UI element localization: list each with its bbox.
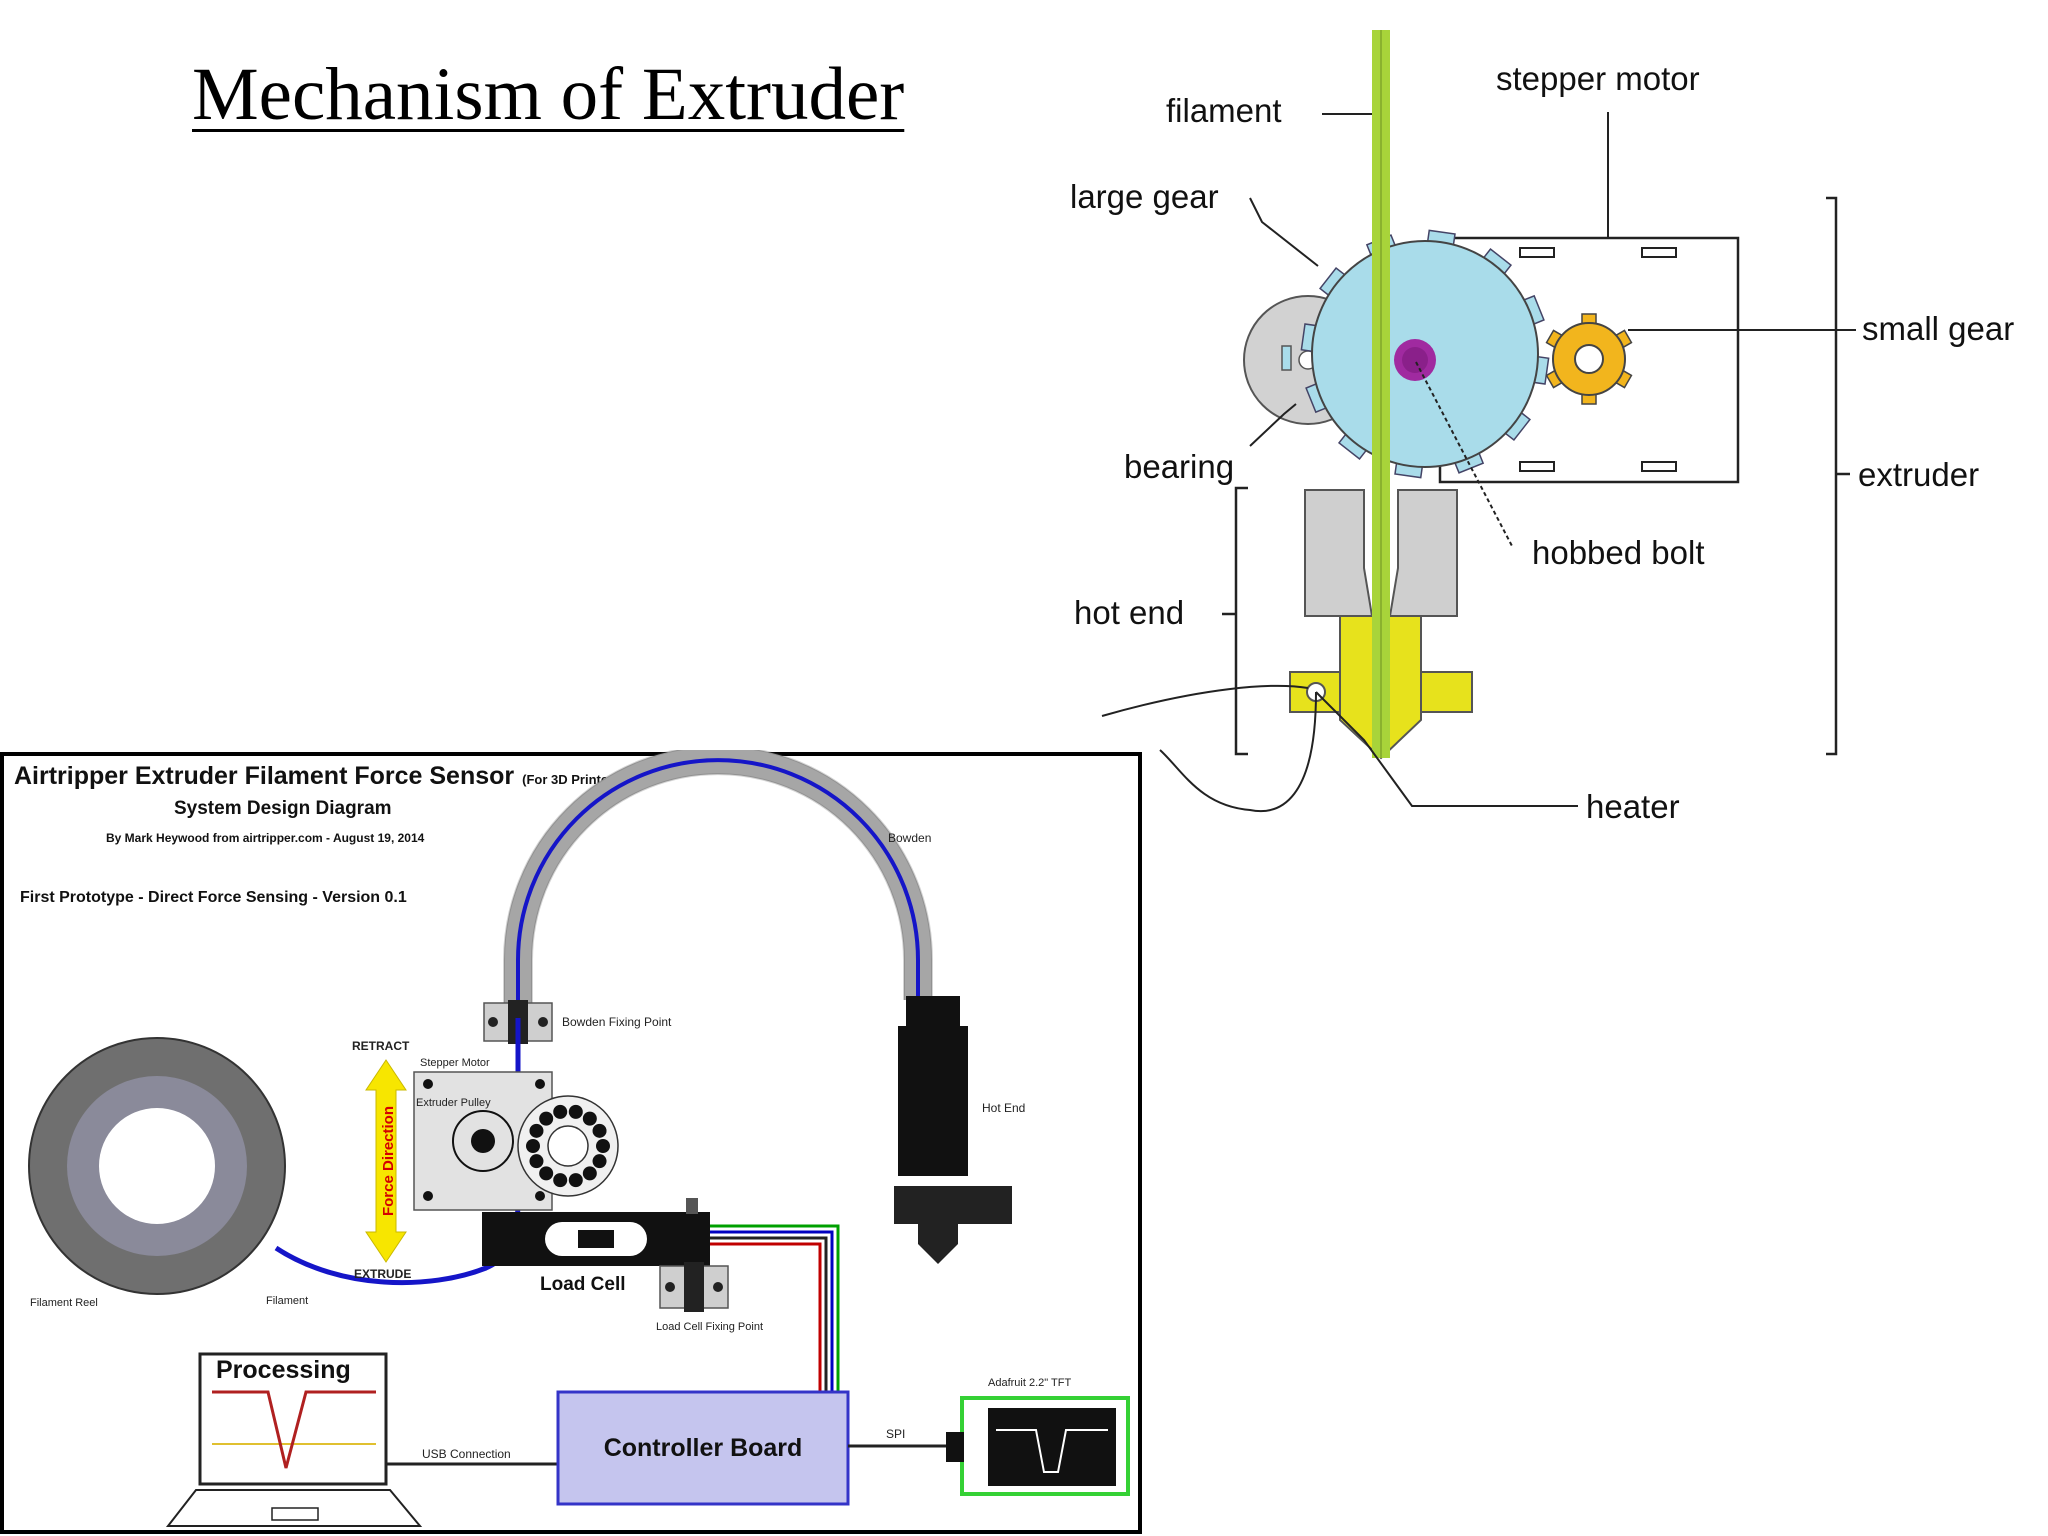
hot-end xyxy=(894,996,1012,1264)
label-tft: Adafruit 2.2" TFT xyxy=(988,1377,1071,1389)
pulley-ball xyxy=(553,1104,568,1119)
label-processing: Processing xyxy=(216,1356,351,1384)
controller-board xyxy=(556,1390,850,1506)
tft-display xyxy=(946,1396,1130,1496)
hot-end xyxy=(1304,489,1458,617)
label-stepper-motor: Stepper Motor xyxy=(420,1057,490,1069)
airtripper-system-diagram: Airtripper Extruder Filament Force Senso… xyxy=(0,750,1142,1534)
label-hot-end: hot end xyxy=(1074,594,1184,631)
pulley-ball xyxy=(592,1123,607,1138)
label-bearing: bearing xyxy=(1124,448,1234,485)
pulley-ball xyxy=(582,1111,597,1126)
label-load-cell: Load Cell xyxy=(540,1274,626,1295)
pulley-ball xyxy=(539,1111,554,1126)
small-gear xyxy=(1545,313,1633,405)
label-load-cell-fixing-point: Load Cell Fixing Point xyxy=(656,1321,763,1333)
large-gear xyxy=(1300,229,1550,479)
pulley-ball xyxy=(529,1154,544,1169)
extruder-bracket xyxy=(1826,196,1838,756)
label-bowden: Bowden xyxy=(888,831,931,845)
pulley-ball xyxy=(553,1173,568,1188)
airtripper-byline: By Mark Heywood from airtripper.com - Au… xyxy=(106,831,425,845)
label-large-gear: large gear xyxy=(1070,178,1219,215)
filament-reel xyxy=(28,1037,286,1295)
label-extruder-pulley: Extruder Pulley xyxy=(416,1097,491,1109)
processing-laptop xyxy=(165,1352,423,1527)
label-retract: RETRACT xyxy=(352,1039,410,1053)
pulley-ball xyxy=(526,1139,540,1153)
label-filament: Filament xyxy=(266,1295,308,1307)
label-bowden-fixing-point: Bowden Fixing Point xyxy=(562,1015,672,1029)
airtripper-subtitle: System Design Diagram xyxy=(174,798,392,819)
extruder-mechanism-diagram: filament stepper motor large gear small … xyxy=(1070,30,2014,825)
airtripper-version: First Prototype - Direct Force Sensing -… xyxy=(20,889,407,906)
pulley-ball xyxy=(592,1154,607,1169)
pulley-ball xyxy=(568,1104,583,1119)
label-spi: SPI xyxy=(886,1427,905,1441)
load-cell xyxy=(482,1198,729,1312)
label-extrude: EXTRUDE xyxy=(354,1267,411,1281)
label-force-direction: Force Direction xyxy=(380,1106,397,1216)
label-filament-reel: Filament Reel xyxy=(30,1297,98,1309)
load-cell-wires xyxy=(710,1224,840,1392)
pulley-ball xyxy=(596,1139,610,1153)
force-direction-arrow: Force Direction xyxy=(365,1059,407,1263)
label-usb-connection: USB Connection xyxy=(422,1447,511,1461)
label-extruder: extruder xyxy=(1858,456,1979,493)
label-hot-end: Hot End xyxy=(982,1101,1025,1115)
label-filament: filament xyxy=(1166,92,1282,129)
label-small-gear: small gear xyxy=(1862,310,2014,347)
slide-title: Mechanism of Extruder xyxy=(192,53,905,136)
label-controller-board: Controller Board xyxy=(604,1434,803,1462)
pulley-ball xyxy=(582,1166,597,1181)
label-hobbed-bolt: hobbed bolt xyxy=(1532,534,1705,571)
extruder-pulley xyxy=(517,1095,619,1197)
label-heater: heater xyxy=(1586,788,1680,825)
pulley-ball xyxy=(568,1173,583,1188)
pulley-ball xyxy=(529,1123,544,1138)
hot-end-bracket xyxy=(1234,486,1248,756)
label-stepper-motor: stepper motor xyxy=(1496,60,1700,97)
pulley-ball xyxy=(539,1166,554,1181)
